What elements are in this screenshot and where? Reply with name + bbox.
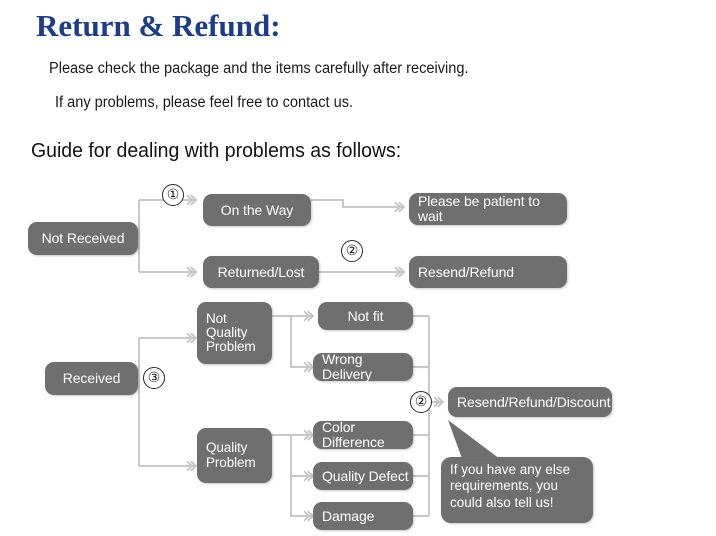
node-resend-refund-discount[interactable]: Resend/Refund/Discount [448, 387, 612, 417]
node-on-the-way[interactable]: On the Way [203, 194, 311, 226]
node-quality-defect[interactable]: Quality Defect [313, 462, 413, 490]
callout-tail [448, 420, 504, 464]
node-please-be-patient[interactable]: Please be patient to wait [409, 193, 567, 225]
step-marker-3: ③ [143, 367, 165, 389]
intro-line-2: If any problems, please feel free to con… [55, 94, 354, 111]
node-not-quality-problem[interactable]: Not Quality Problem [197, 302, 272, 364]
step-marker-1: ① [162, 184, 184, 206]
intro-line-1: Please check the package and the items c… [49, 60, 469, 77]
node-returned-lost[interactable]: Returned/Lost [203, 256, 319, 288]
node-damage[interactable]: Damage [313, 502, 413, 530]
callout-bubble: If you have any else requirements, you c… [441, 457, 593, 523]
step-marker-2-bottom: ② [410, 391, 432, 413]
node-not-fit[interactable]: Not fit [318, 302, 413, 330]
node-wrong-delivery[interactable]: Wrong Delivery [313, 352, 413, 381]
page-title: Return & Refund: [36, 8, 281, 43]
step-marker-2-top: ② [341, 240, 363, 262]
node-received[interactable]: Received [45, 362, 138, 395]
node-color-difference[interactable]: Color Difference [313, 420, 413, 449]
node-resend-refund[interactable]: Resend/Refund [409, 256, 567, 288]
node-not-received[interactable]: Not Received [28, 222, 138, 255]
guide-heading: Guide for dealing with problems as follo… [31, 139, 402, 162]
node-quality-problem[interactable]: Quality Problem [197, 428, 272, 483]
